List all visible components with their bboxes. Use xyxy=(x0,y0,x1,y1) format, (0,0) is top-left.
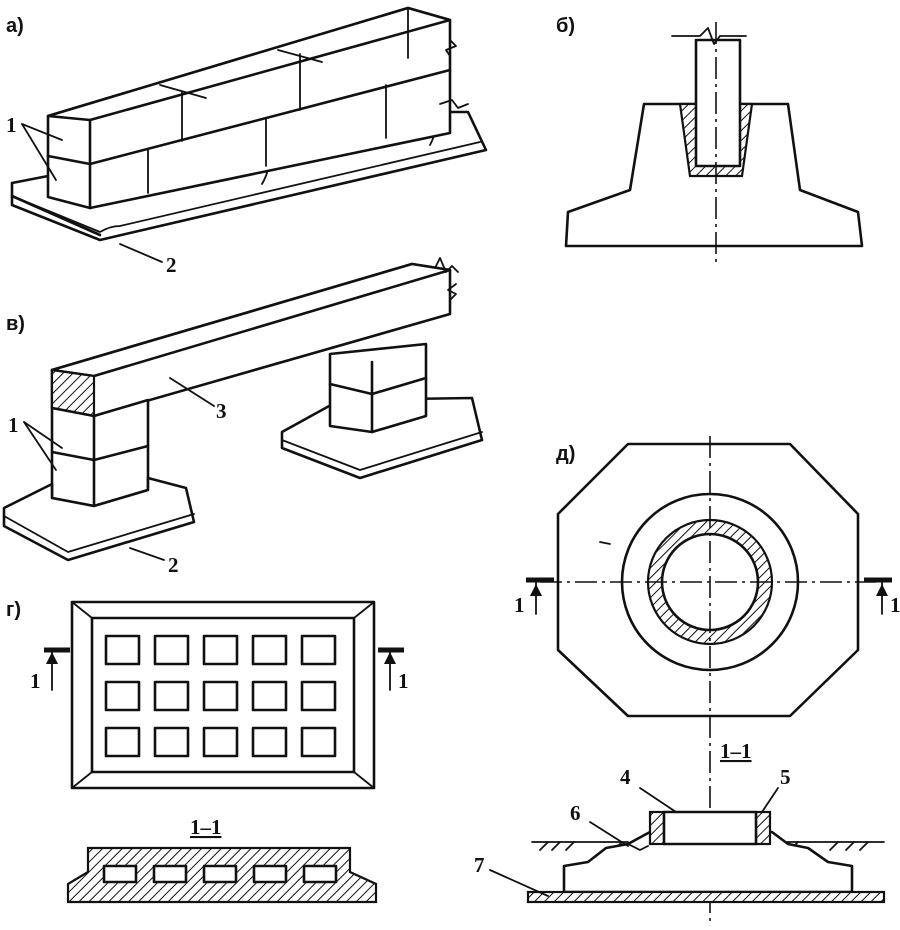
panel-a-label: а) xyxy=(6,15,24,37)
slab-section-void xyxy=(202,864,238,884)
slab-cell xyxy=(202,680,239,712)
callout-3: 3 xyxy=(216,399,227,423)
leader-6 xyxy=(589,821,629,847)
slab-section xyxy=(66,846,378,904)
octagon-plan xyxy=(540,436,876,926)
svg-text:1: 1 xyxy=(398,669,409,693)
section-title-g: 1–1 xyxy=(190,815,222,839)
callout-2: 2 xyxy=(166,253,177,277)
slab-cell xyxy=(300,634,337,666)
leader-1b xyxy=(21,123,57,181)
svg-text:1: 1 xyxy=(30,669,41,693)
panel-v-beam-on-pads: в) xyxy=(2,257,484,577)
cut-mark-d-right: 1 xyxy=(864,577,900,617)
column-break-mark xyxy=(671,27,747,45)
cut-mark-right: 1 xyxy=(378,647,409,693)
svg-text:1: 1 xyxy=(890,593,900,617)
octagon-section xyxy=(526,810,886,904)
panel-v-label: в) xyxy=(6,313,25,335)
slab-cell xyxy=(251,634,288,666)
column-stub xyxy=(694,38,742,168)
slab-section-voids xyxy=(102,864,338,884)
panel-g-ribbed-slab: г) 1 1 1–1 xyxy=(6,599,409,904)
slab-section-void xyxy=(252,864,288,884)
leader-3 xyxy=(169,377,215,407)
callout-5: 5 xyxy=(780,765,791,789)
cut-mark-d-left: 1 xyxy=(514,577,554,617)
panel-a-strip-foundation: а) 1 xyxy=(6,6,488,277)
slab-cell xyxy=(104,680,141,712)
leader-1d xyxy=(23,421,57,471)
leader-1c xyxy=(23,421,63,449)
callout-2-v: 2 xyxy=(168,553,179,577)
left-pad xyxy=(2,476,196,562)
slab-cell xyxy=(153,634,190,666)
slab-plan xyxy=(70,600,376,790)
slab-section-void xyxy=(152,864,188,884)
slab-cell xyxy=(251,680,288,712)
panel-d-octagon-footing: д) 1 1 1–1 xyxy=(474,436,900,926)
callout-7: 7 xyxy=(474,853,485,877)
leader-1a xyxy=(21,123,63,141)
left-column-blocks xyxy=(50,398,150,508)
slab-cell xyxy=(300,680,337,712)
slab-cell xyxy=(202,634,239,666)
slab-cell xyxy=(104,634,141,666)
panel-g-label: г) xyxy=(6,599,21,621)
slab-cell xyxy=(153,680,190,712)
svg-text:1: 1 xyxy=(514,593,525,617)
callout-4: 4 xyxy=(620,765,631,789)
slab-cell xyxy=(104,726,141,758)
slab-section-void xyxy=(302,864,338,884)
leader-2 xyxy=(119,243,163,263)
strip-base-break-mark xyxy=(439,99,469,109)
grade-beam xyxy=(50,257,459,418)
callout-1: 1 xyxy=(6,113,17,137)
slab-section-void xyxy=(102,864,138,884)
slab-cell xyxy=(202,726,239,758)
cut-mark-left: 1 xyxy=(30,647,70,693)
strip-break-mark xyxy=(445,19,457,134)
panel-d-label: д) xyxy=(556,443,575,465)
slab-cell xyxy=(251,726,288,758)
right-pad xyxy=(280,342,484,480)
slab-cell xyxy=(300,726,337,758)
strip-block-wall xyxy=(46,6,452,210)
callout-6: 6 xyxy=(570,801,581,825)
panel-b-label: б) xyxy=(556,15,575,37)
slab-cell xyxy=(153,726,190,758)
slab-cells xyxy=(104,634,337,758)
leader-7 xyxy=(489,869,549,897)
section-title-d: 1–1 xyxy=(720,739,752,763)
leader-4 xyxy=(639,787,677,813)
panel-b-glass-footing: б) xyxy=(556,15,864,262)
leader-2b xyxy=(129,547,165,561)
leader-5 xyxy=(761,787,779,813)
callout-1-v: 1 xyxy=(8,413,19,437)
